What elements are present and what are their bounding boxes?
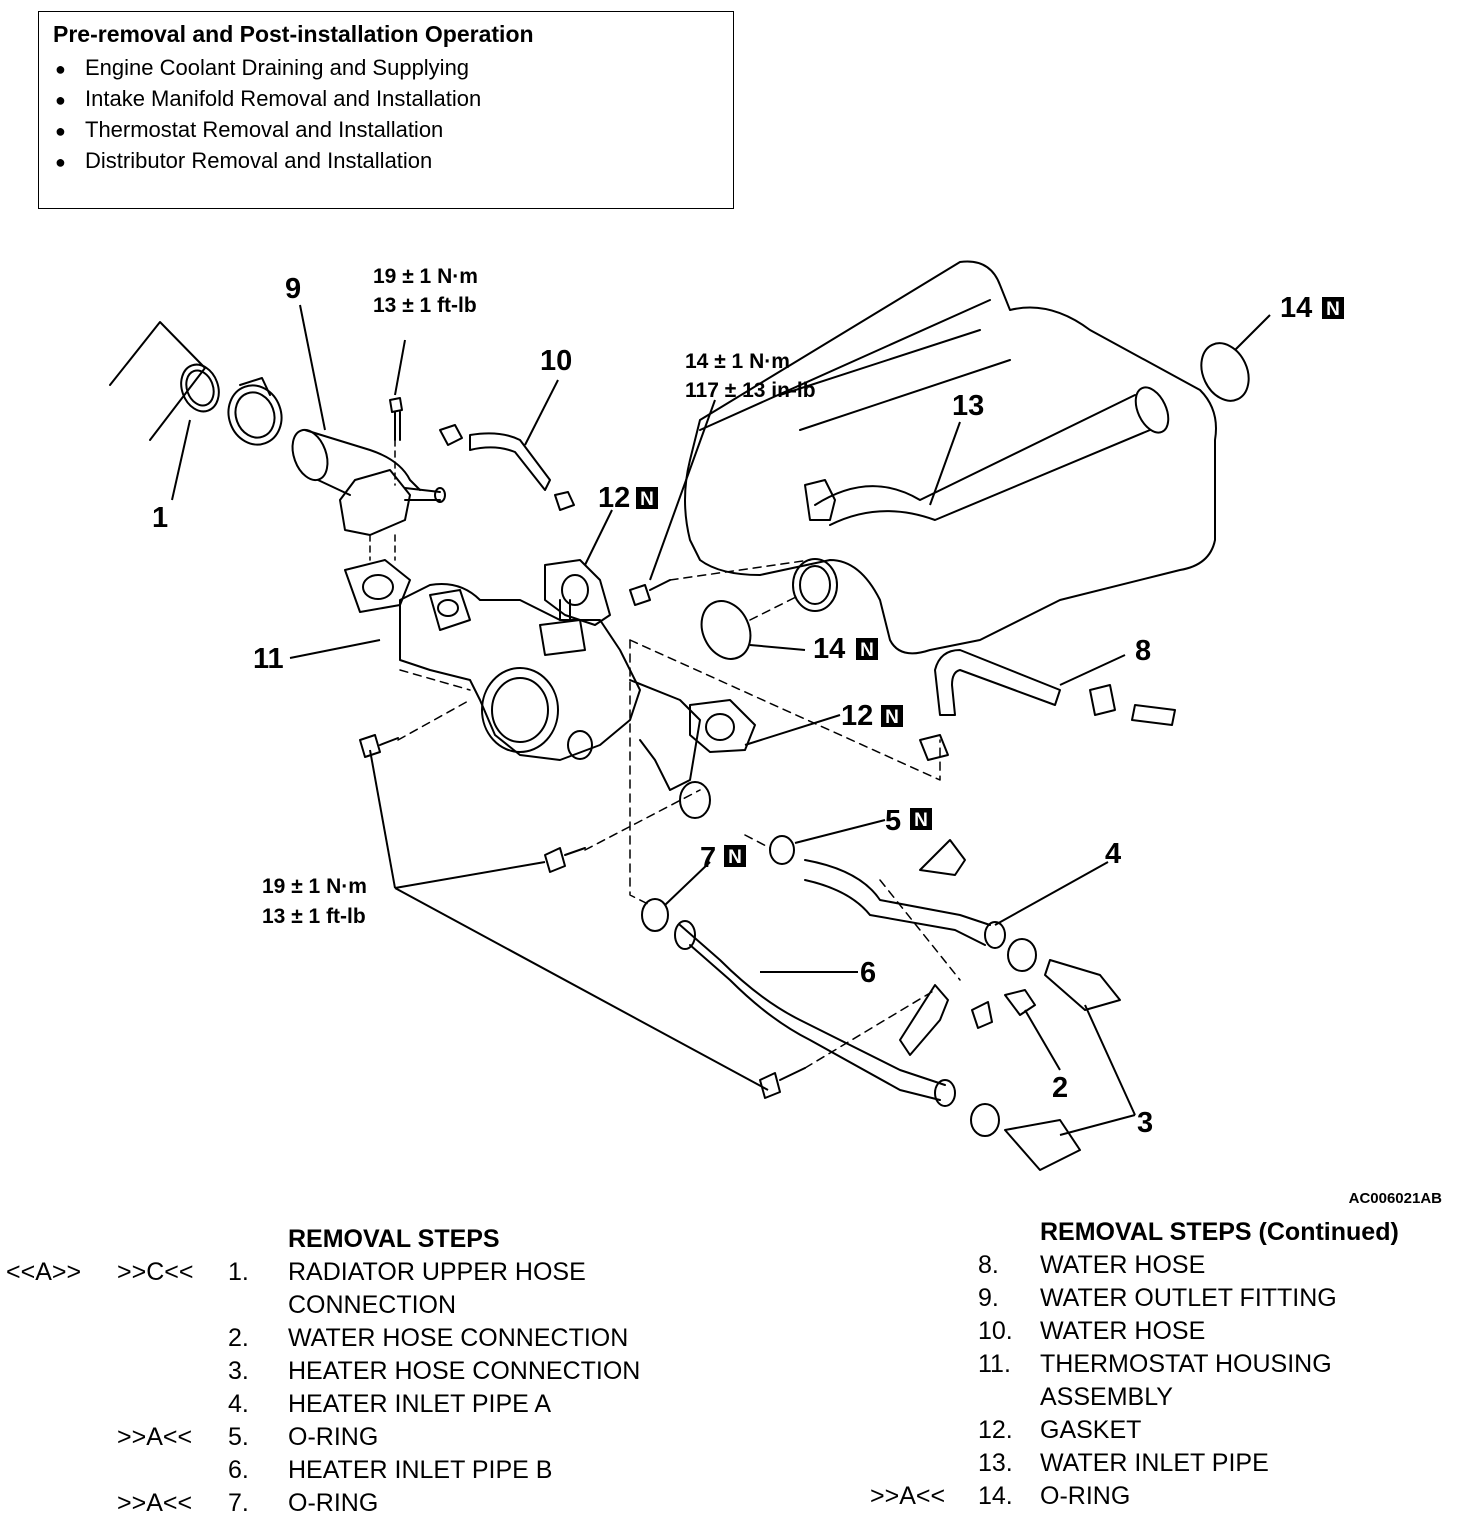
svg-text:N: N bbox=[860, 640, 874, 661]
o-ring-14-right bbox=[1200, 342, 1250, 402]
callout-12-lower: 12 bbox=[841, 700, 873, 732]
radiator-upper-hose bbox=[109, 321, 220, 441]
callout-12-upper: 12 bbox=[598, 482, 630, 514]
callout-10: 10 bbox=[540, 345, 572, 377]
removal-steps-right: REMOVAL STEPS (Continued) 8.WATER HOSE 9… bbox=[870, 1218, 1399, 1510]
thermostat-housing bbox=[344, 559, 711, 819]
n-badge-7: N bbox=[724, 845, 746, 868]
hose-clamp bbox=[227, 377, 283, 446]
callout-14-right: 14 bbox=[1280, 292, 1312, 324]
new-part-badges: N N N N N N bbox=[636, 297, 1344, 868]
torque-label: 19 ± 1 N·m bbox=[373, 265, 478, 288]
gasket-lower bbox=[689, 699, 756, 753]
heater-inlet-pipe-b bbox=[674, 920, 956, 1107]
svg-text:N: N bbox=[728, 847, 742, 868]
o-ring-7 bbox=[641, 898, 669, 932]
torque-label: 14 ± 1 N·m bbox=[685, 350, 790, 373]
n-badge-12-lower: N bbox=[881, 705, 903, 728]
removal-steps-left: REMOVAL STEPS <<A>>>>C<<1.RADIATOR UPPER… bbox=[6, 1225, 641, 1517]
torque-label: 13 ± 1 ft-lb bbox=[262, 905, 366, 928]
heater-inlet-pipe-a bbox=[804, 839, 1006, 949]
heater-hose-connection bbox=[970, 938, 1121, 1171]
n-badge-12-upper: N bbox=[636, 487, 658, 510]
n-badge-14-right: N bbox=[1322, 297, 1344, 320]
callout-5: 5 bbox=[885, 805, 901, 837]
water-hose-10 bbox=[439, 424, 575, 511]
svg-text:N: N bbox=[885, 707, 899, 728]
pre-removal-item: ●Thermostat Removal and Installation bbox=[55, 117, 444, 142]
water-hose-connection bbox=[971, 989, 1036, 1029]
torque-label: 13 ± 1 ft-lb bbox=[373, 294, 477, 317]
pre-removal-item: ●Distributor Removal and Installation bbox=[55, 148, 433, 173]
pre-removal-item: ●Engine Coolant Draining and Supplying bbox=[55, 55, 470, 80]
pre-removal-list: ●Engine Coolant Draining and Supplying ●… bbox=[55, 52, 481, 176]
bolt bbox=[544, 847, 586, 873]
water-hose-8 bbox=[919, 649, 1176, 761]
callout-9: 9 bbox=[285, 273, 301, 305]
pre-removal-title: Pre-removal and Post-installation Operat… bbox=[53, 21, 534, 47]
callout-2: 2 bbox=[1052, 1072, 1068, 1104]
bolt bbox=[359, 734, 399, 758]
figure-code: AC006021AB bbox=[1348, 1190, 1442, 1207]
bolt bbox=[629, 579, 671, 606]
torque-label: 117 ± 13 in-lb bbox=[685, 379, 816, 402]
svg-text:N: N bbox=[640, 489, 654, 510]
svg-text:N: N bbox=[914, 810, 928, 831]
removal-steps-continued-title: REMOVAL STEPS (Continued) bbox=[1040, 1218, 1399, 1246]
removal-steps-title: REMOVAL STEPS bbox=[288, 1225, 500, 1253]
outlet-bolt bbox=[389, 397, 403, 441]
assembly-lines bbox=[397, 559, 961, 1069]
svg-text:N: N bbox=[1326, 299, 1340, 320]
leader-lines bbox=[171, 304, 1271, 1136]
callout-14-center: 14 bbox=[813, 633, 845, 665]
callout-13: 13 bbox=[952, 390, 984, 422]
water-outlet-fitting bbox=[291, 428, 446, 536]
pre-removal-item: ●Intake Manifold Removal and Installatio… bbox=[55, 86, 482, 111]
o-ring-5 bbox=[769, 835, 795, 865]
callout-4: 4 bbox=[1105, 838, 1121, 870]
n-badge-5: N bbox=[910, 808, 932, 831]
intake-manifold-outline bbox=[684, 260, 1217, 655]
callout-11: 11 bbox=[253, 643, 284, 675]
o-ring-14-center bbox=[700, 600, 752, 660]
callout-8: 8 bbox=[1135, 635, 1151, 667]
bolt bbox=[759, 1067, 806, 1099]
exploded-parts-diagram: 19 ± 1 N·m 13 ± 1 ft-lb 14 ± 1 N·m 117 ±… bbox=[109, 260, 1344, 1171]
n-badge-14-center: N bbox=[856, 638, 878, 661]
callout-7: 7 bbox=[700, 842, 716, 874]
gasket-upper bbox=[544, 559, 611, 626]
callout-1: 1 bbox=[152, 502, 168, 534]
water-inlet-pipe bbox=[792, 386, 1170, 612]
callout-6: 6 bbox=[860, 957, 876, 989]
callout-3: 3 bbox=[1137, 1107, 1153, 1139]
torque-label: 19 ± 1 N·m bbox=[262, 875, 367, 898]
pre-removal-box: Pre-removal and Post-installation Operat… bbox=[38, 11, 734, 209]
